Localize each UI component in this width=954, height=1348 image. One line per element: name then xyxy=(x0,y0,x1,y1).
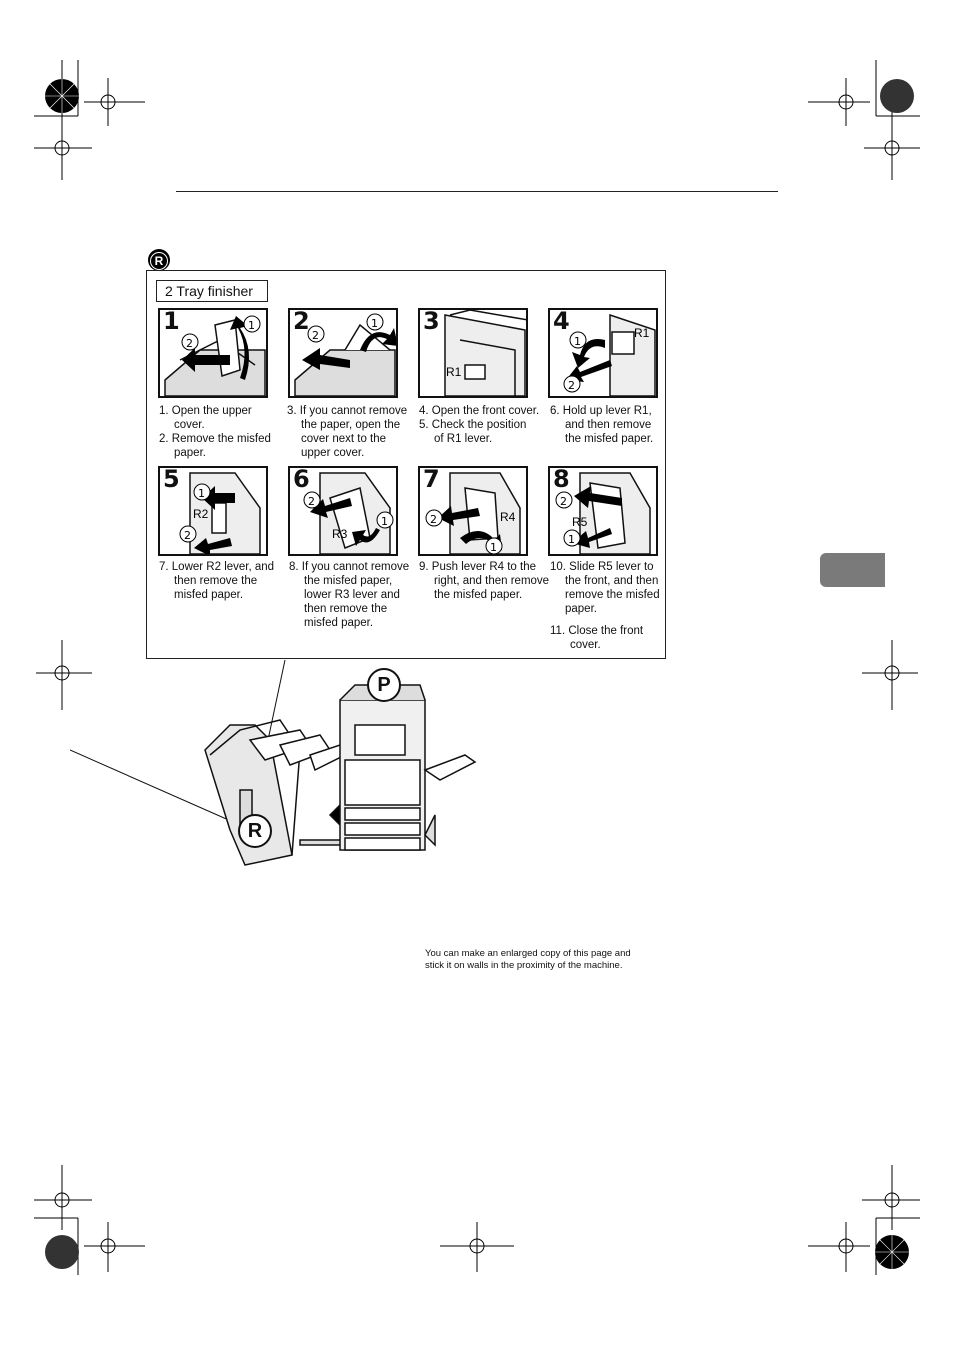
panel-number: 2 xyxy=(293,308,310,335)
svg-text:2: 2 xyxy=(568,379,575,392)
svg-text:2: 2 xyxy=(186,337,193,350)
callout-r: R xyxy=(238,814,272,848)
panel-number: 3 xyxy=(423,308,440,335)
step-illustration-3: R1 3 xyxy=(418,308,528,398)
svg-text:1: 1 xyxy=(198,487,205,500)
svg-text:2: 2 xyxy=(560,495,567,508)
step-illustration-2: 1 2 2 xyxy=(288,308,398,398)
svg-text:R1: R1 xyxy=(634,326,650,340)
machine-illustration xyxy=(70,659,477,866)
svg-text:R5: R5 xyxy=(572,515,588,529)
svg-text:1: 1 xyxy=(574,335,581,348)
svg-text:R3: R3 xyxy=(332,527,348,541)
svg-text:2: 2 xyxy=(184,529,191,542)
svg-text:2: 2 xyxy=(312,329,319,342)
svg-text:1: 1 xyxy=(490,541,497,554)
panel-number: 8 xyxy=(553,466,570,493)
svg-text:2: 2 xyxy=(308,495,315,508)
svg-text:1: 1 xyxy=(381,515,388,528)
step-illustration-5: R2 1 2 5 xyxy=(158,466,268,556)
step-illustration-4: R1 1 2 4 xyxy=(548,308,658,398)
svg-text:R2: R2 xyxy=(193,507,209,521)
step-illustration-8: R5 2 1 8 xyxy=(548,466,658,556)
step-illustration-6: R3 2 1 6 xyxy=(288,466,398,556)
step-text-6: 6. Hold up lever R1,and then remove the … xyxy=(550,405,654,445)
step-text-4-5: 4. Open the front cover. 5. Check the po… xyxy=(419,405,540,445)
callout-p: P xyxy=(367,668,401,702)
panel-number: 7 xyxy=(423,466,440,493)
enlarge-note: You can make an enlarged copy of this pa… xyxy=(425,948,631,971)
svg-text:R4: R4 xyxy=(500,510,516,524)
svg-text:1: 1 xyxy=(371,317,378,330)
step-illustration-1: 1 2 1 xyxy=(158,308,268,398)
box-title: 2 Tray finisher xyxy=(156,280,268,302)
panel-number: 6 xyxy=(293,466,310,493)
svg-text:1: 1 xyxy=(568,533,575,546)
chapter-tab xyxy=(820,553,885,587)
header-rule xyxy=(176,191,778,192)
svg-text:2: 2 xyxy=(430,513,437,526)
step-illustration-7: R4 2 1 7 xyxy=(418,466,528,556)
panel-number: 1 xyxy=(163,308,180,335)
instruction-frame xyxy=(146,270,666,659)
section-badge: R xyxy=(148,249,170,271)
svg-text:R1: R1 xyxy=(446,365,462,379)
panel-number: 4 xyxy=(553,308,570,335)
svg-text:1: 1 xyxy=(248,319,255,332)
panel-number: 5 xyxy=(163,466,180,493)
